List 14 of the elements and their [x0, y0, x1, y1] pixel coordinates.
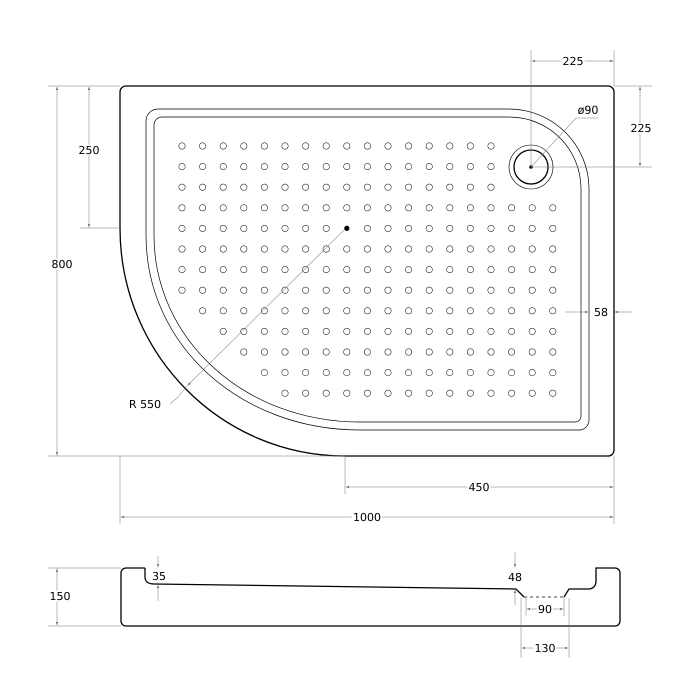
- dimension-value: 58: [592, 306, 610, 318]
- dimension-value: 150: [48, 590, 72, 602]
- dimension-value: 130: [533, 642, 557, 654]
- dimension-value: 225: [561, 56, 585, 66]
- dimension-value: 1000: [352, 512, 382, 522]
- dimension-value: 225: [629, 122, 653, 134]
- dimension-value: 250: [77, 144, 101, 156]
- dimension-value: 90: [536, 604, 554, 614]
- dimension-value: 450: [467, 482, 491, 492]
- dimension-value: 800: [50, 258, 74, 270]
- dimension-value: R 550: [128, 398, 162, 410]
- dimension-value: ø90: [576, 104, 600, 116]
- dimension-value: 48: [506, 572, 524, 582]
- dimension-value: 35: [150, 570, 168, 582]
